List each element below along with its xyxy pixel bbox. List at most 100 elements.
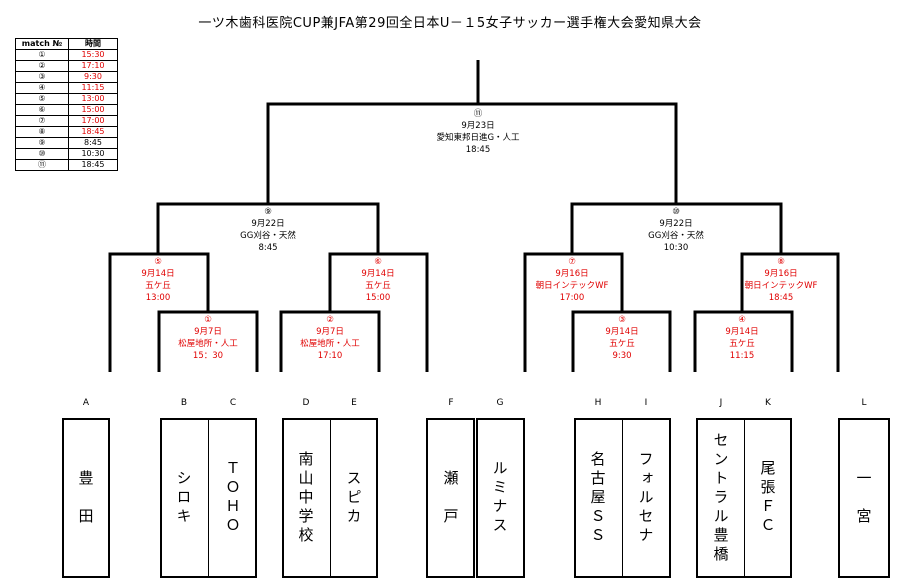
- match-time: 10:30: [663, 243, 689, 253]
- match-no: ⑥: [374, 257, 382, 267]
- match-time: 13:00: [145, 293, 171, 303]
- team-letter: K: [765, 398, 771, 408]
- match-info: ⑩ 9月22日 GG刈谷・天然 10:30: [606, 206, 746, 254]
- match-venue: 朝日インテックWF: [535, 281, 609, 291]
- schedule-match-time: 8:45: [68, 137, 118, 149]
- match-date: 9月14日: [725, 327, 759, 337]
- match-time: 15：30: [192, 351, 224, 361]
- match-no: ⑦: [568, 257, 576, 267]
- match-no: ⑤: [154, 257, 162, 267]
- team-box-divider: [744, 418, 745, 578]
- match-no: ⑨: [264, 207, 272, 217]
- team-name: 尾張ＦＣ: [758, 460, 777, 536]
- team-letter: C: [229, 398, 237, 408]
- schedule-match-time: 18:45: [68, 159, 118, 171]
- match-date: 9月22日: [659, 219, 693, 229]
- match-7-line: [523, 252, 624, 372]
- team-box-divider: [208, 418, 209, 578]
- match-no: ⑧: [777, 257, 785, 267]
- match-venue: 五ケ丘: [729, 339, 755, 349]
- match-date: 9月22日: [251, 219, 285, 229]
- team-box: [476, 418, 525, 578]
- match-date: 9月14日: [361, 269, 395, 279]
- match-time: 17:10: [317, 351, 343, 361]
- team-letter: G: [496, 398, 504, 408]
- match-time: 18:45: [768, 293, 794, 303]
- team-name: 瀬 戸: [441, 469, 460, 527]
- team-letter: I: [644, 398, 648, 408]
- match-6-line: [328, 252, 429, 372]
- match-no: ③: [618, 315, 626, 325]
- match-venue: 松屋地所・人工: [178, 339, 238, 349]
- match-5-line: [108, 252, 210, 372]
- match-time: 11:15: [729, 351, 755, 361]
- match-date: 9月14日: [141, 269, 175, 279]
- match-date: 9月23日: [461, 121, 495, 131]
- team-letter: L: [861, 398, 867, 408]
- match-info: ② 9月7日松屋地所・人工 17:10: [260, 314, 400, 362]
- match-11-line: [266, 102, 678, 204]
- team-name: 豊 田: [76, 469, 95, 527]
- match-2-line: [279, 310, 381, 372]
- match-4-line: [693, 310, 794, 372]
- match-venue: 五ケ丘: [145, 281, 171, 291]
- team-letter: E: [351, 398, 357, 408]
- team-name: セントラル豊橋: [711, 431, 730, 565]
- match-info: ⑤ 9月14日五ケ丘 13:00: [88, 256, 228, 304]
- team-letter: H: [594, 398, 602, 408]
- match-info: ⑥ 9月14日五ケ丘 15:00: [308, 256, 448, 304]
- schedule-header-row: match № 時間: [15, 38, 118, 50]
- match-9-line: [156, 202, 380, 254]
- match-venue: GG刈谷・天然: [240, 231, 296, 241]
- page-title: 一ツ木歯科医院CUP兼JFA第29回全日本U－１5女子サッカー選手権大会愛知県大…: [198, 16, 702, 31]
- match-time: 18:45: [465, 145, 491, 155]
- match-no: ②: [326, 315, 334, 325]
- match-info: ④ 9月14日五ケ丘 11:15: [672, 314, 812, 362]
- team-name: シロキ: [174, 469, 193, 527]
- team-name: 名古屋ＳＳ: [588, 450, 607, 546]
- match-date: 9月7日: [316, 327, 344, 337]
- team-name: ＴＯＨＯ: [223, 460, 242, 536]
- match-info: ⑨ 9月22日 GG刈谷・天然 8:45: [198, 206, 338, 254]
- team-box: [62, 418, 110, 578]
- match-venue: GG刈谷・天然: [648, 231, 704, 241]
- match-no: ⑪: [473, 109, 483, 119]
- team-letter: B: [180, 398, 188, 408]
- match-10-line: [570, 202, 783, 254]
- match-venue: 五ケ丘: [365, 281, 391, 291]
- team-letter: D: [302, 398, 310, 408]
- match-venue: 松屋地所・人工: [300, 339, 360, 349]
- match-8-line: [740, 252, 840, 372]
- match-time: 8:45: [258, 243, 278, 253]
- match-time: 17:00: [559, 293, 585, 303]
- match-venue: 五ケ丘: [609, 339, 635, 349]
- team-box: [426, 418, 475, 578]
- match-no: ①: [204, 315, 212, 325]
- team-name: スピカ: [344, 469, 363, 527]
- match-3-line: [571, 310, 672, 372]
- match-time: 9:30: [612, 351, 632, 361]
- match-date: 9月7日: [194, 327, 222, 337]
- match-no: ④: [738, 315, 746, 325]
- match-info: ① 9月7日松屋地所・人工 15：30: [138, 314, 278, 362]
- match-1-line: [157, 310, 259, 372]
- team-box-divider: [622, 418, 623, 578]
- team-box-divider: [330, 418, 331, 578]
- team-name: ルミナス: [490, 460, 509, 536]
- team-name: フォルセナ: [636, 450, 655, 546]
- match-no: ⑩: [672, 207, 680, 217]
- team-name: 一 宮: [854, 469, 873, 527]
- match-venue: 朝日インテックWF: [744, 281, 818, 291]
- team-letter: J: [719, 398, 723, 408]
- match-time: 15:00: [365, 293, 391, 303]
